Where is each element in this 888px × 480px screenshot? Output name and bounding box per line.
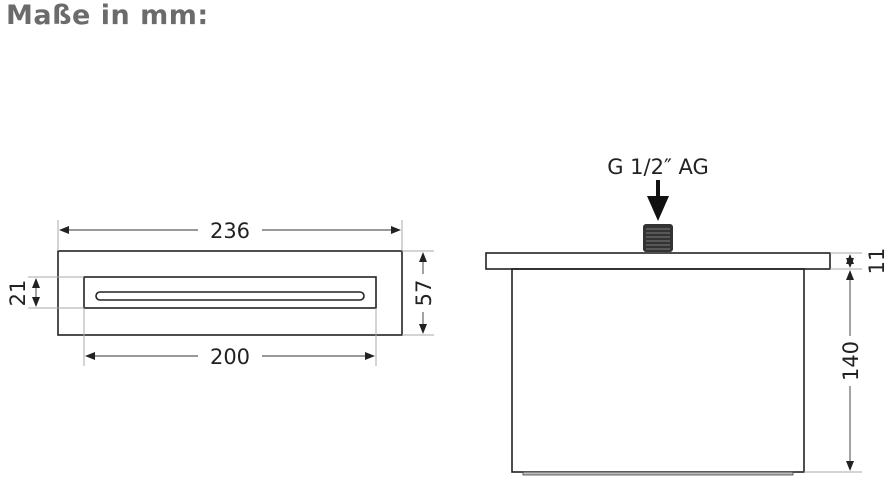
slot-frame [83, 276, 377, 309]
arrow-down-icon [647, 180, 669, 221]
water-outlet-slot [95, 291, 365, 301]
front-plate-outline [57, 250, 403, 336]
threaded-connector [643, 224, 673, 252]
dimension-slot-height-21: 21 [6, 278, 40, 307]
dimension-label: 21 [6, 280, 30, 307]
dimension-label: 236 [210, 219, 250, 243]
dimension-plate-thickness-11: 11 [846, 248, 888, 275]
cover-plate [485, 252, 831, 270]
page-title: Maße in mm: [6, 0, 209, 31]
housing-base [522, 471, 794, 476]
dimension-label: 200 [210, 345, 250, 369]
dimension-width-236: 236 [59, 219, 401, 243]
dimension-label: 140 [839, 341, 863, 381]
front-view: 236 200 21 57 [6, 219, 436, 369]
connection-label: G 1/2″ AG [607, 155, 709, 179]
dimension-height-57: 57 [412, 252, 436, 334]
dimension-slot-width-200: 200 [85, 345, 375, 369]
dimension-label: 57 [412, 280, 436, 307]
dimension-label: 11 [865, 248, 888, 275]
dimension-body-height-140: 140 [839, 270, 863, 471]
housing-body [511, 268, 805, 473]
side-view: G 1/2″ AG 11 140 [485, 155, 888, 476]
